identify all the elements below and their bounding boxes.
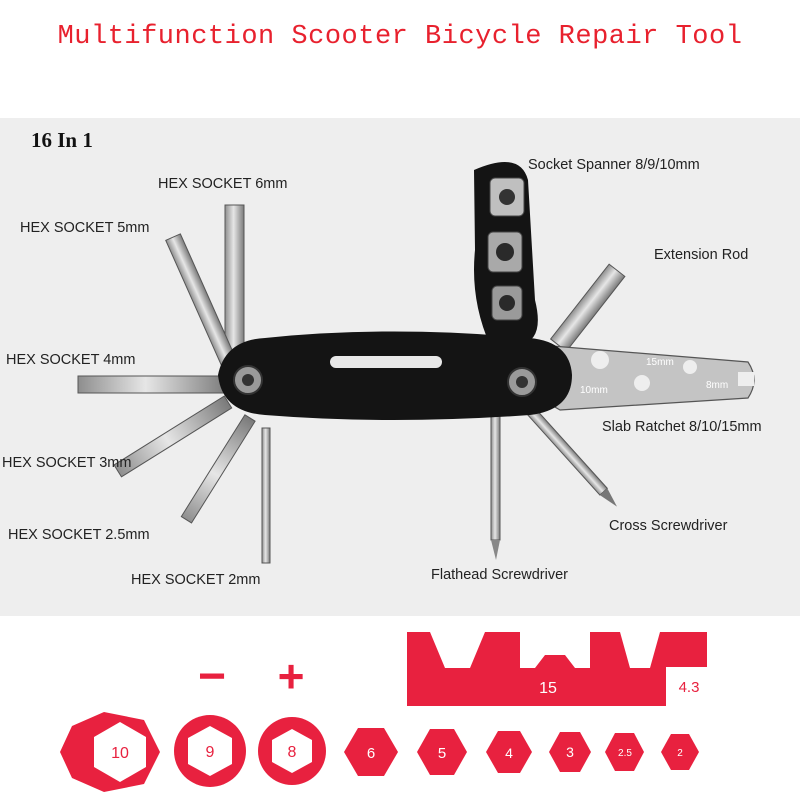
hex-socket-5-icon: [417, 729, 467, 775]
label-cross-screwdriver: Cross Screwdriver: [609, 518, 728, 534]
label-hex-socket-4mm: HEX SOCKET 4mm: [6, 352, 136, 368]
hex-label-2: 2: [677, 748, 683, 759]
hex-socket-2.5-icon: [605, 733, 644, 771]
socket-spanner: [474, 162, 538, 345]
minus-symbol: −: [198, 650, 226, 703]
ratchet-mark-8: 8mm: [706, 380, 728, 391]
socket-9mm-icon: [174, 715, 246, 787]
socket-label-10: 10: [111, 745, 129, 762]
hex-label-6: 6: [367, 745, 375, 762]
ratchet-mark-10: 10mm: [580, 385, 608, 396]
hex-key-3mm: [113, 395, 233, 478]
ratchet-mark-15: 15mm: [646, 357, 674, 368]
label-slab-ratchet: Slab Ratchet 8/10/15mm: [602, 419, 762, 435]
slab-size-10: 10: [450, 645, 468, 662]
label-hex-socket-6mm: HEX SOCKET 6mm: [158, 176, 288, 192]
tool-body: [218, 331, 572, 420]
tool-count-label: 16 In 1: [31, 128, 93, 152]
slab-size-15: 15: [539, 680, 557, 697]
flathead-screwdriver-bit: [490, 399, 501, 560]
label-flathead-screwdriver: Flathead Screwdriver: [431, 567, 568, 583]
hex-key-2.5mm: [180, 414, 256, 524]
hex-label-4: 4: [505, 745, 513, 761]
extension-rod: [549, 263, 626, 353]
hex-key-2mm: [261, 427, 271, 564]
label-hex-socket-2mm: HEX SOCKET 2mm: [131, 572, 261, 588]
socket-10mm-icon: [60, 712, 160, 792]
hex-label-2.5: 2.5: [618, 748, 632, 759]
multitool-illustration: 15mm 10mm 8mm: [77, 162, 755, 564]
hex-socket-2-icon: [661, 734, 699, 770]
hex-socket-6-icon: [344, 728, 398, 776]
slab-size-8: 8: [631, 643, 640, 660]
slab-ratchet-profile: [407, 632, 707, 706]
hex-label-3: 3: [566, 744, 574, 760]
hex-key-4mm: [77, 375, 229, 394]
hex-socket-4-icon: [486, 731, 532, 773]
label-socket-spanner: Socket Spanner 8/9/10mm: [528, 157, 700, 173]
hex-label-5: 5: [438, 745, 446, 762]
slab-size-4.3: 4.3: [679, 679, 700, 696]
label-hex-socket-2.5mm: HEX SOCKET 2.5mm: [8, 527, 150, 543]
socket-label-9: 9: [206, 744, 215, 761]
hex-socket-3-icon: [549, 732, 591, 772]
label-hex-socket-5mm: HEX SOCKET 5mm: [20, 220, 150, 236]
page-title: Multifunction Scooter Bicycle Repair Too…: [57, 22, 743, 52]
socket-8mm-icon: [258, 717, 326, 785]
label-hex-socket-3mm: HEX SOCKET 3mm: [2, 455, 132, 471]
plus-symbol: +: [278, 650, 305, 702]
size-legend: − + 10 8 15 4.3 10 9 8 6 5 4 3 2.5 2: [60, 632, 707, 792]
label-extension-rod: Extension Rod: [654, 247, 749, 263]
socket-label-8: 8: [288, 744, 297, 761]
